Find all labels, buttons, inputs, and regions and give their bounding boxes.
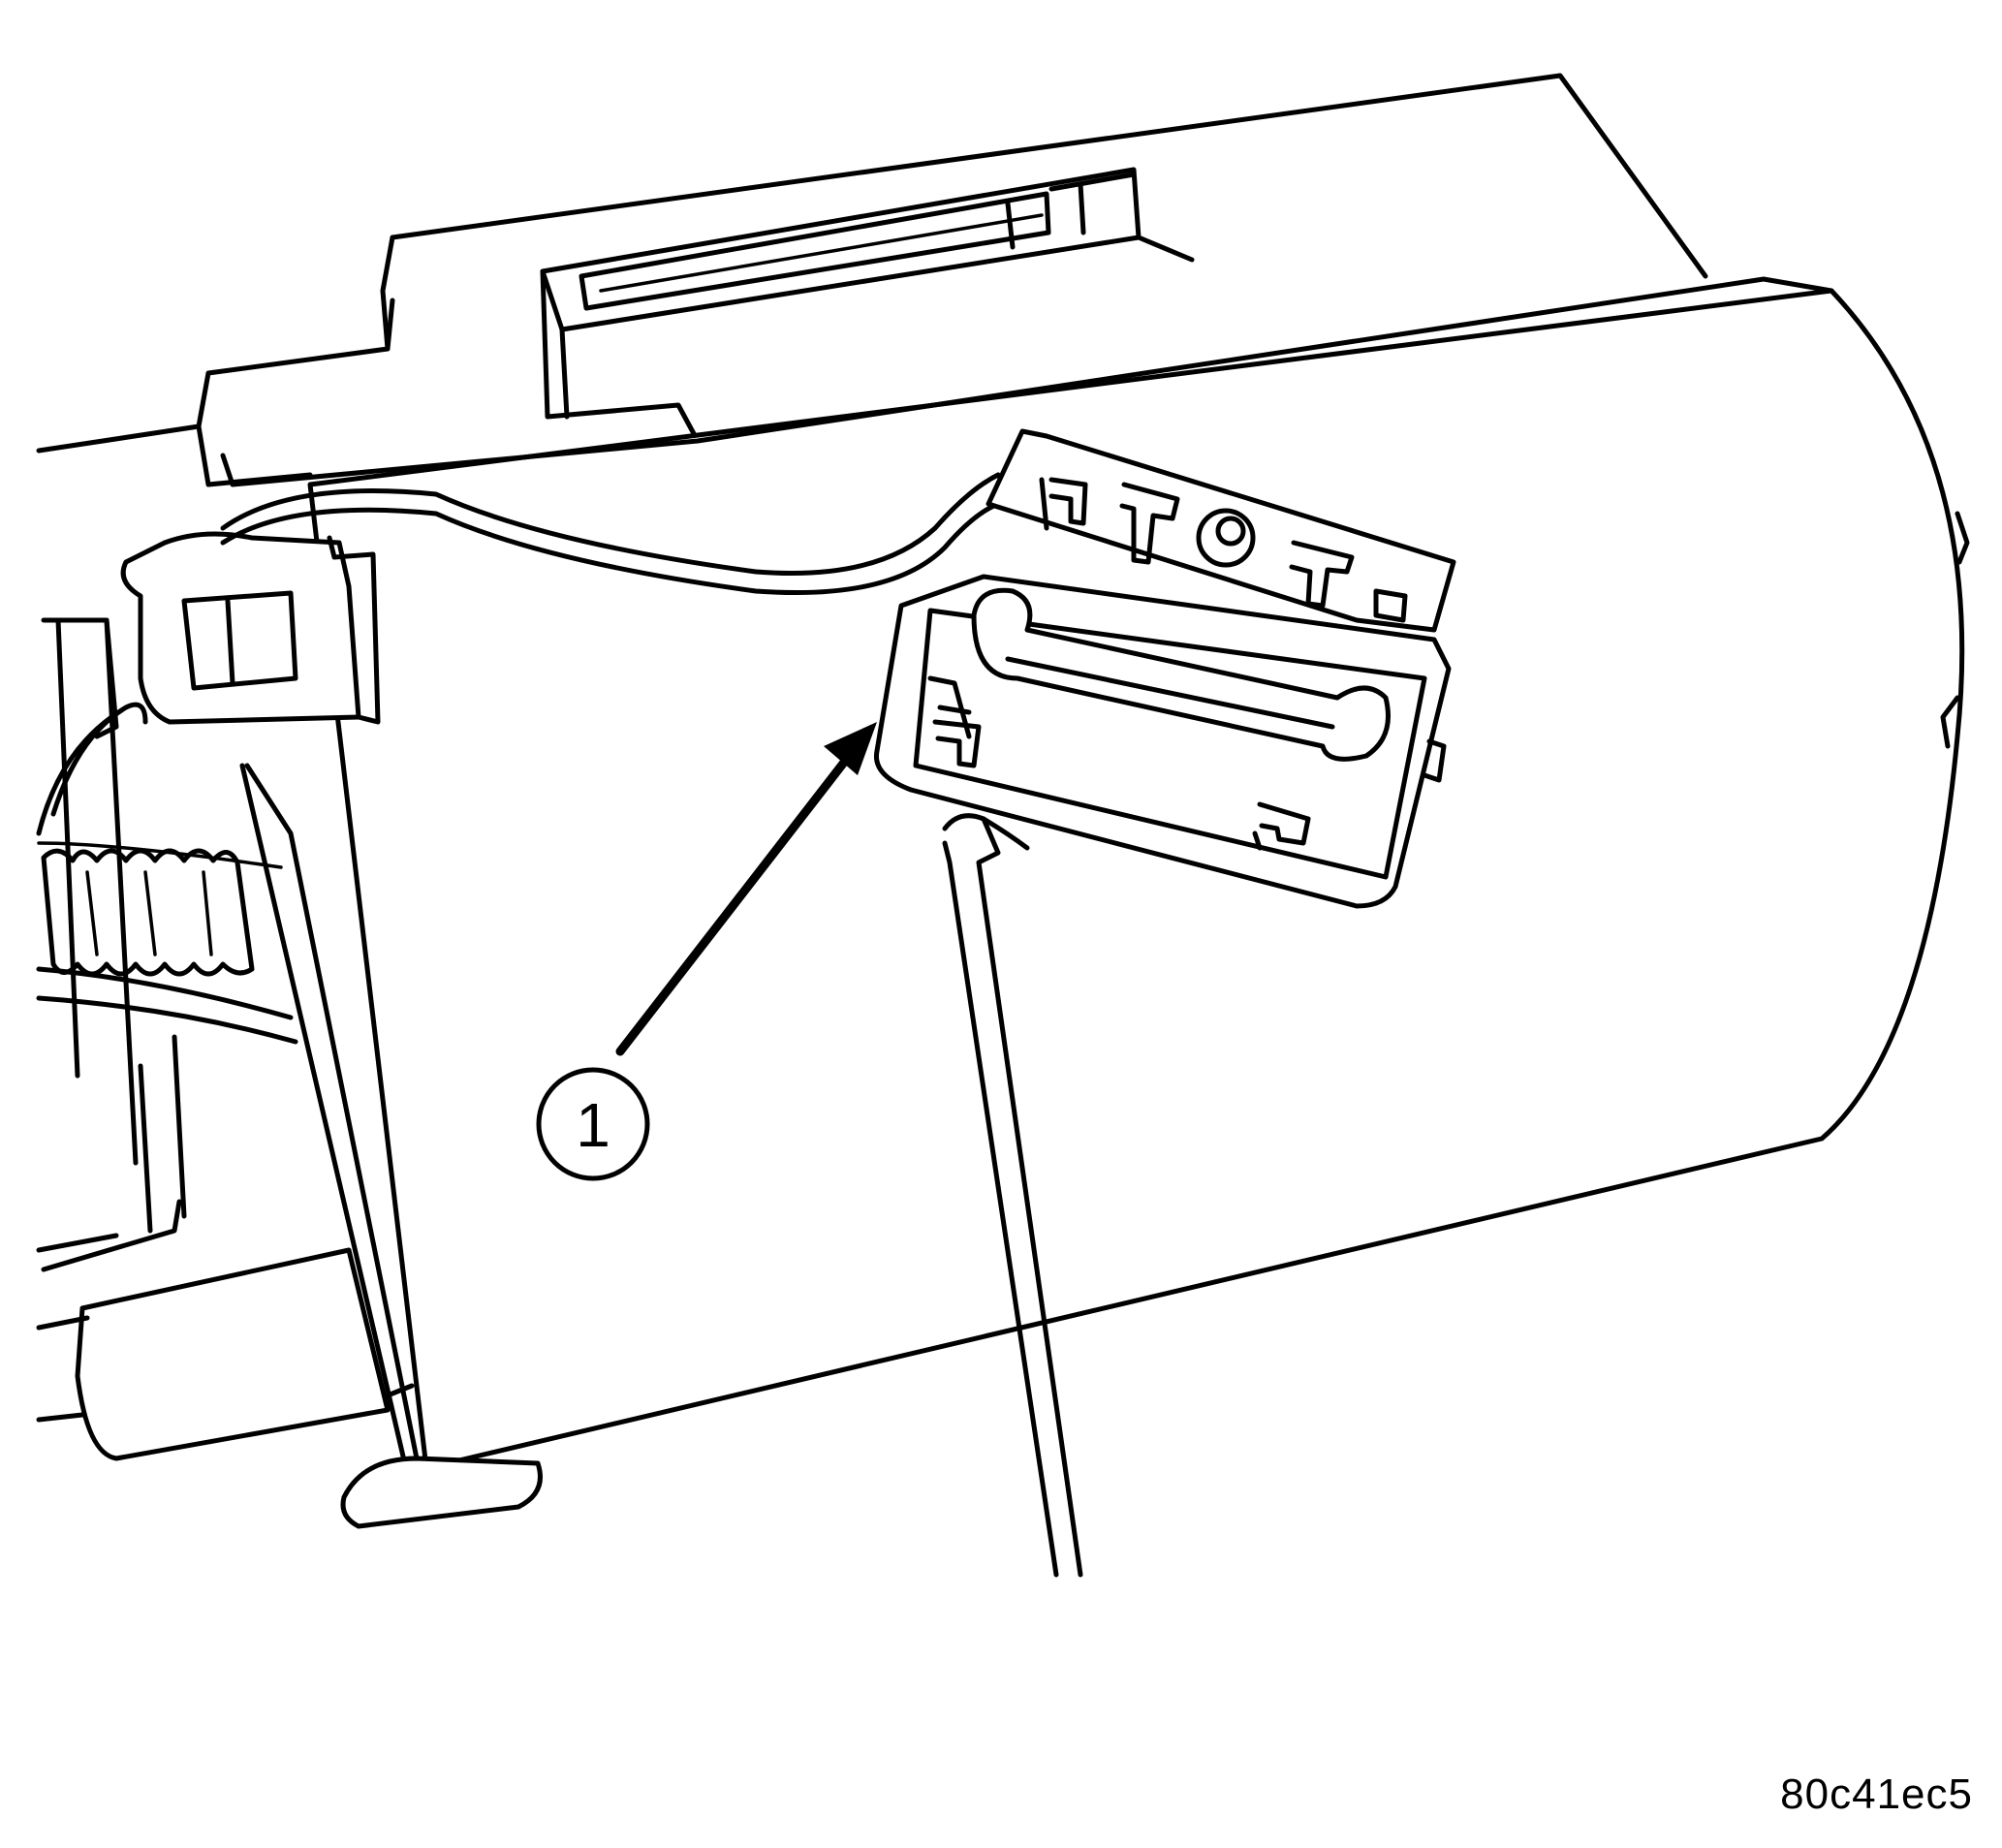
wire-clip (120, 531, 381, 725)
shroud-slot (540, 167, 1195, 444)
connector-module (873, 428, 1456, 909)
shroud-rim (239, 763, 543, 1529)
switch-lever (942, 813, 1083, 1578)
callout-1-label: 1 (576, 1090, 610, 1160)
column-internals (36, 617, 415, 1461)
figure-reference-code: 80c41ec5 (1780, 1770, 1973, 1818)
callout-arrow (615, 722, 877, 1056)
callout-1: 1 (536, 1067, 650, 1181)
